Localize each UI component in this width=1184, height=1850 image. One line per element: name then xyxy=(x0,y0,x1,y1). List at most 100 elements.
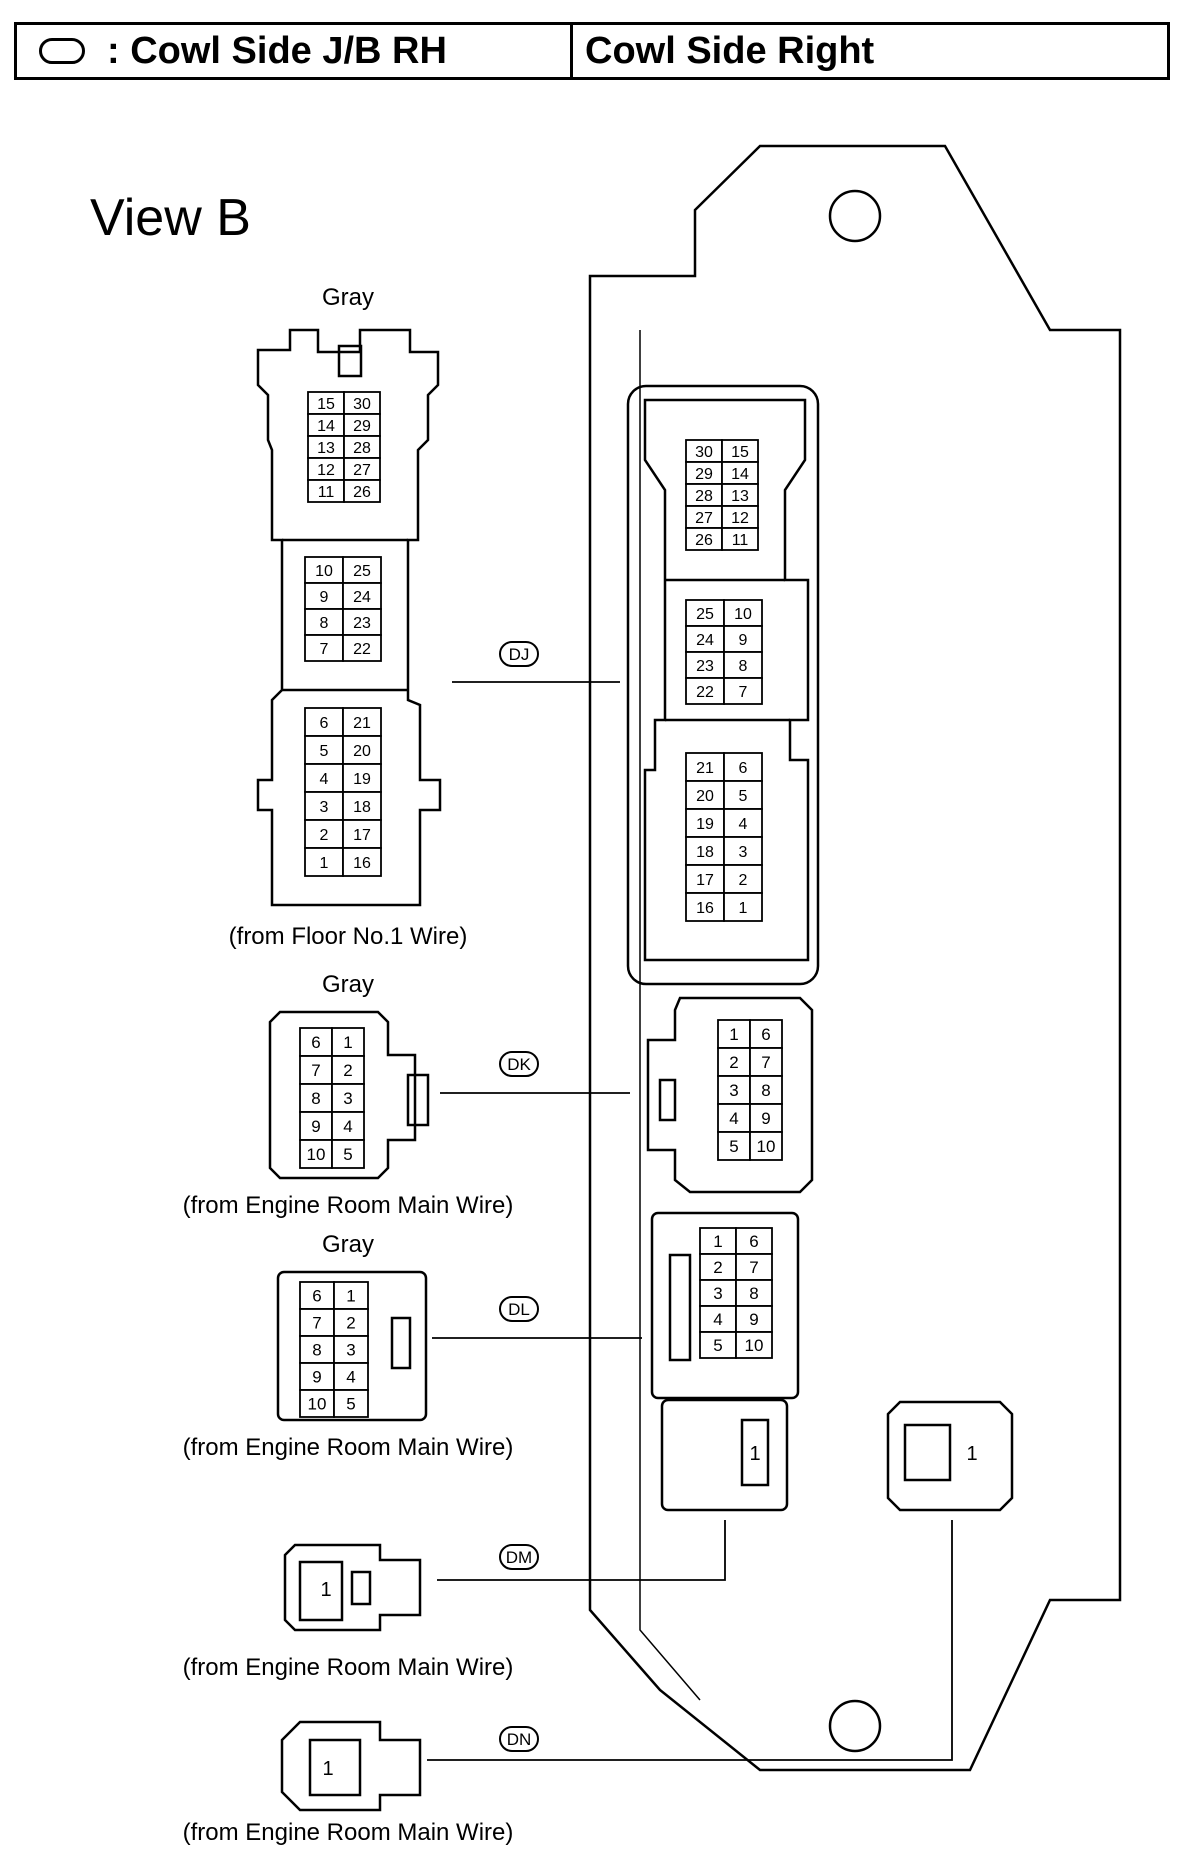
dm-code: DM xyxy=(506,1548,532,1567)
dk-harness-pin-cell xyxy=(299,1139,333,1169)
dm-jb-pin: 1 xyxy=(749,1443,760,1465)
dm-harness-pin: 1 xyxy=(320,1579,331,1601)
dk-harness-source: (from Engine Room Main Wire) xyxy=(183,1192,514,1219)
header-location-cell: : Cowl Side J/B RH xyxy=(14,22,573,80)
dj-jb-pin-number: 15 xyxy=(731,444,749,461)
dk-harness-pin-number: 7 xyxy=(311,1061,320,1080)
dj-jb-pin-cell xyxy=(723,808,763,838)
dl-harness-pin-number: 9 xyxy=(312,1368,321,1387)
dl-jb-pin-number: 1 xyxy=(713,1232,722,1251)
dl-harness-pin-number: 10 xyxy=(308,1395,327,1414)
dl-harness-pin-cell xyxy=(299,1308,335,1337)
dj-jb-pin-number: 3 xyxy=(739,844,748,861)
dn-jb-pin: 1 xyxy=(966,1443,977,1465)
dj-harness-pin-number: 19 xyxy=(353,771,371,788)
dj-jb-pin-number: 25 xyxy=(696,606,714,623)
dl-jb-pin-number: 6 xyxy=(749,1232,758,1251)
dl-jb-pin-cell xyxy=(735,1305,773,1333)
dl-jb-pin-cell xyxy=(735,1279,773,1307)
dk-harness-pin-cell xyxy=(299,1027,333,1057)
dj-harness-pin-number: 10 xyxy=(315,563,333,580)
dk-code: DK xyxy=(507,1055,531,1074)
dn-harness-pin: 1 xyxy=(322,1758,333,1780)
dj-jb-pin-cell xyxy=(723,836,763,866)
dl-harness-pin-number: 4 xyxy=(346,1368,355,1387)
dl-jb-pin-number: 4 xyxy=(713,1310,722,1329)
dj-jb-pin-number: 27 xyxy=(695,510,713,527)
dj-jb-pin-number: 2 xyxy=(739,872,748,889)
dk-jb-pin-cell xyxy=(749,1075,783,1105)
dj-harness-pin-cell xyxy=(304,707,344,737)
dk-jb-pin-number: 4 xyxy=(729,1109,738,1128)
dn-harness-connector xyxy=(280,1720,422,1812)
dm-harness-source: (from Engine Room Main Wire) xyxy=(183,1654,514,1681)
dm-harness-connector xyxy=(283,1543,422,1632)
dk-harness-pin-number: 9 xyxy=(311,1117,320,1136)
dj-harness-pin-number: 11 xyxy=(318,484,335,501)
dm-jb-connector xyxy=(660,1398,789,1512)
dj-jb-pin-cell xyxy=(685,752,725,782)
dl-harness-pin-number: 7 xyxy=(312,1314,321,1333)
dj-harness-pin-number: 18 xyxy=(353,799,371,816)
view-title: View B xyxy=(90,189,251,247)
dl-jb-pin-number: 7 xyxy=(749,1258,758,1277)
dj-harness-pin-cell xyxy=(342,735,382,765)
dj-harness-connector xyxy=(256,328,442,907)
mounting-hole-bottom xyxy=(828,1699,882,1753)
dl-harness-pin-cell xyxy=(299,1335,335,1364)
dn-jb-connector xyxy=(886,1400,1014,1512)
junction-block-outline xyxy=(588,144,1122,1772)
dk-jb-pin-number: 2 xyxy=(729,1053,738,1072)
dk-jb-pin-cell xyxy=(749,1019,783,1049)
dj-jb-pin-cell xyxy=(723,864,763,894)
dj-jb-pin-number: 16 xyxy=(696,900,714,917)
dj-jb-pin-number: 6 xyxy=(739,760,748,777)
dl-jb-pin-number: 3 xyxy=(713,1284,722,1303)
dn-harness-source: (from Engine Room Main Wire) xyxy=(183,1819,514,1846)
dj-jb-pin-number: 20 xyxy=(696,788,714,805)
dj-jb-pin-number: 4 xyxy=(739,816,748,833)
dj-harness-pin-number: 2 xyxy=(320,827,329,844)
dj-jb-pin-number: 13 xyxy=(731,488,749,505)
dj-harness-pin-cell xyxy=(342,819,382,849)
dl-code-badge: DL xyxy=(499,1296,539,1322)
dl-harness-pin-cell xyxy=(333,1308,369,1337)
dj-jb-connector xyxy=(626,384,820,986)
dk-jb-pin-cell xyxy=(717,1047,751,1077)
dj-harness-pin-number: 17 xyxy=(353,827,371,844)
dj-jb-pin-number: 7 xyxy=(739,684,748,701)
dk-jb-pin-number: 10 xyxy=(757,1137,776,1156)
dj-harness-pin-number: 27 xyxy=(353,462,371,479)
dk-jb-pin-number: 3 xyxy=(729,1081,738,1100)
dl-harness-pin-number: 1 xyxy=(346,1287,355,1306)
dj-harness-pin-cell xyxy=(342,608,382,636)
dk-harness-pin-number: 2 xyxy=(343,1061,352,1080)
dl-jb-pin-cell xyxy=(735,1331,773,1359)
dl-code: DL xyxy=(508,1300,530,1319)
dk-harness-pin-cell xyxy=(299,1055,333,1085)
header-position-cell: Cowl Side Right xyxy=(570,22,1170,80)
dj-jb-pin-cell xyxy=(685,808,725,838)
leader-lines xyxy=(427,681,953,1761)
dj-harness-pin-number: 22 xyxy=(353,641,371,658)
dj-harness-pin-number: 14 xyxy=(317,418,335,435)
dk-harness-pin-number: 3 xyxy=(343,1089,352,1108)
dk-jb-pin-number: 6 xyxy=(761,1025,770,1044)
dk-harness-pin-number: 6 xyxy=(311,1033,320,1052)
dl-jb-pin-cell xyxy=(699,1331,737,1359)
dj-harness-pin-number: 12 xyxy=(317,462,335,479)
dk-jb-pin-number: 1 xyxy=(729,1025,738,1044)
dj-harness-pin-number: 6 xyxy=(320,715,329,732)
dk-jb-connector xyxy=(646,996,814,1194)
dj-harness-pin-number: 15 xyxy=(317,396,335,413)
dm-code-badge: DM xyxy=(499,1544,539,1570)
dj-jb-pin-number: 19 xyxy=(696,816,714,833)
dj-jb-pin-cell xyxy=(723,752,763,782)
dk-harness-color: Gray xyxy=(322,971,374,998)
dl-harness-pin-number: 8 xyxy=(312,1341,321,1360)
dj-jb-pin-number: 5 xyxy=(739,788,748,805)
dj-jb-pin-number: 24 xyxy=(696,632,714,649)
